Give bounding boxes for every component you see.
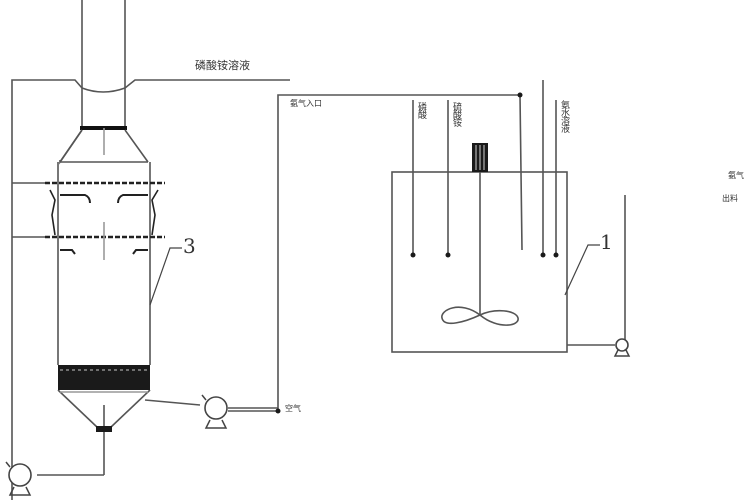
outlet-bottom-label: 出料 bbox=[722, 194, 738, 203]
callout-column: 3 bbox=[183, 234, 196, 258]
top-pipe bbox=[124, 79, 290, 89]
tank-inlet-2-label: 硫酸铵 bbox=[451, 102, 461, 126]
pump-air bbox=[204, 396, 228, 420]
top-pipe-label: 磷酸铵溶液 bbox=[195, 59, 250, 72]
ammonia-line bbox=[228, 94, 523, 409]
callout-tank: 1 bbox=[600, 230, 613, 254]
pump-bottom bbox=[8, 463, 32, 487]
pump-tank bbox=[615, 338, 629, 352]
air-label: 空气 bbox=[285, 404, 301, 413]
outlet-top-label: 氨气 bbox=[728, 171, 744, 180]
tank-inlet-1-label: 磷酸 bbox=[416, 102, 426, 118]
packing-layer bbox=[58, 365, 150, 390]
left-return-pipe bbox=[11, 79, 83, 500]
tank-inlet-3-label: 氨水溶液 bbox=[559, 100, 569, 132]
ammonia-feed-label: 氨气入口 bbox=[290, 99, 322, 108]
stack-break bbox=[81, 87, 126, 93]
